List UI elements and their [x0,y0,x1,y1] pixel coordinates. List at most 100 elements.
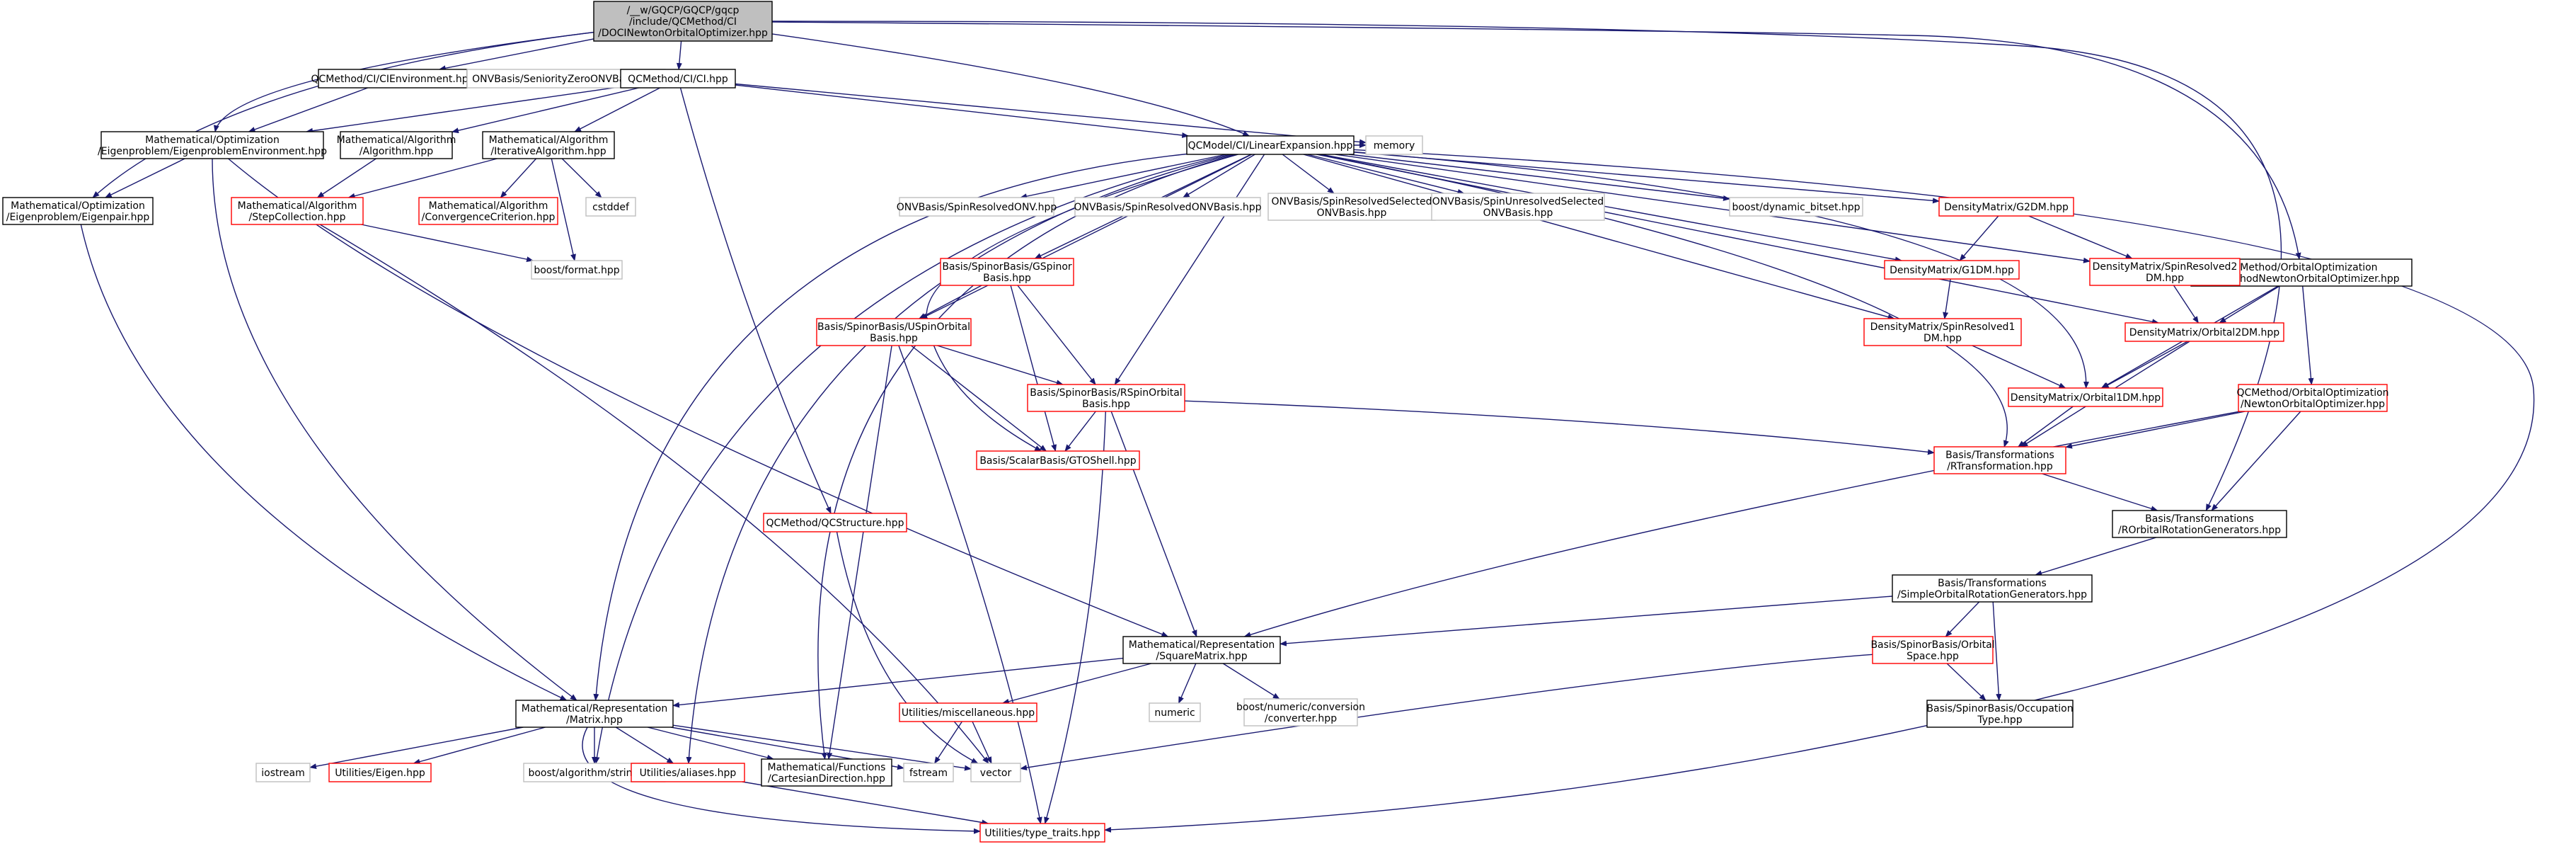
node-label-line: DM.hpp [1924,333,1962,344]
node-label-line: /include/QCMethod/CI [629,16,737,28]
include-node[interactable]: Mathematical/Algorithm/Algorithm.hpp [337,131,456,159]
include-node[interactable]: Utilities/aliases.hpp [631,763,745,782]
include-node[interactable]: Basis/ScalarBasis/GTOShell.hpp [976,450,1140,470]
node-box [1365,135,1423,155]
include-node: cstddef [585,197,636,217]
dependency-edge-n39-n49 [972,721,992,764]
node-box [585,197,636,217]
node-label-line: Basis/SpinorBasis/USpinOrbital [817,321,970,333]
dependency-edge-n25-n31 [910,345,1047,452]
dependency-edge-n4-n6 [452,87,640,134]
dependency-edge-n9-n50 [1104,149,2535,833]
node-box [903,763,954,782]
include-node[interactable]: QCMethod/CI/CIEnvironment.hpp [311,69,475,89]
include-node[interactable]: DensityMatrix/G1DM.hpp [1884,260,2020,280]
node-label-line: QCModel/CI/LinearExpansion.hpp [1188,140,1353,152]
node-label-line: /Eigenproblem/EigenproblemEnvironment.hp… [98,146,327,157]
node-box [1027,384,1185,412]
node-label-line: boost/dynamic_bitset.hpp [1732,202,1860,213]
node-label-line: /Eigenproblem/Eigenpair.hpp [6,212,150,223]
node-label-line: /CartesianDirection.hpp [768,773,885,785]
include-node[interactable]: Utilities/Eigen.hpp [328,763,432,782]
node-label-line: Basis/Transformations [1945,450,2054,461]
dependency-edge-n9-n46 [686,154,1234,764]
include-node[interactable]: DensityMatrix/Orbital1DM.hpp [2008,387,2163,407]
dependency-edge-n22-n31 [1010,285,1057,452]
include-node: ONVBasis/SpinUnresolvedSelectedONVBasis.… [1431,193,1605,221]
node-label-line: QCMethod/OrbitalOptimization [2236,387,2388,399]
include-node[interactable]: QCMethod/CI/CI.hpp [620,69,736,89]
include-node[interactable]: DensityMatrix/Orbital2DM.hpp [2124,322,2284,342]
include-node[interactable]: Mathematical/Representation/Matrix.hpp [515,700,674,728]
include-node[interactable]: Basis/Transformations/SimpleOrbitalRotat… [1892,574,2093,603]
include-node[interactable]: QCMethod/QCStructure.hpp [763,513,907,532]
node-box [631,763,745,782]
dependency-edge-n21-n24 [2028,215,2133,259]
node-label-line: Utilities/Eigen.hpp [335,768,425,779]
node-label-line: /SquareMatrix.hpp [1156,651,1247,662]
include-node: numeric [1149,702,1201,722]
node-label-line: boost/numeric/conversion [1236,702,1365,713]
node-label-line: /QCMethodNewtonOrbitalOptimizer.hpp [2203,273,2399,285]
dependency-edge-n32-n34 [2042,473,2158,512]
dependency-edge-n38-n46 [615,727,674,764]
include-node[interactable]: Mathematical/Optimization/Eigenproblem/E… [98,131,327,159]
node-label-line: DensityMatrix/G1DM.hpp [1890,265,2014,276]
include-node[interactable]: DensityMatrix/G2DM.hpp [1938,197,2074,217]
include-node[interactable]: Utilities/miscellaneous.hpp [899,702,1037,722]
node-box [763,513,907,532]
include-node[interactable]: Mathematical/Functions/CartesianDirectio… [761,758,892,787]
node-label-line: Mathematical/Optimization [11,200,145,212]
dependency-edge-n7-n13 [500,158,537,198]
include-node[interactable]: Mathematical/Optimization/Eigenproblem/E… [2,197,154,225]
include-node: vector [970,763,1021,782]
include-node[interactable]: QCModel/CI/LinearExpansion.hpp [1186,135,1355,155]
node-label-line: Mathematical/Algorithm [429,200,548,212]
node-label-line: DM.hpp [2146,273,2184,284]
node-box [2238,384,2388,412]
node-label-line: Utilities/type_traits.hpp [984,828,1100,839]
include-node[interactable]: Utilities/type_traits.hpp [979,823,1105,843]
dependency-edge-n28-n36 [1110,411,1197,637]
include-node[interactable]: Basis/Transformations/RTransformation.hp… [1933,446,2066,474]
node-box [1149,702,1201,722]
include-node: ONVBasis/SpinResolvedSelectedONVBasis.hp… [1267,193,1436,221]
node-box [2008,387,2163,407]
node-label-line: Mathematical/Representation [1129,639,1275,651]
dependency-edge-n2-n5 [248,87,368,132]
dependency-edge-n1-n9 [771,33,1250,137]
include-node[interactable]: Mathematical/Algorithm/ConvergenceCriter… [418,197,558,225]
include-node[interactable]: QCMethod/OrbitalOptimization/NewtonOrbit… [2236,384,2389,412]
dependency-edge-n38-n49 [672,724,972,771]
dependency-edge-n10-n30 [2302,285,2314,385]
dependency-edge-n25-n47 [827,345,892,760]
include-node[interactable]: Mathematical/Algorithm/StepCollection.hp… [231,197,364,225]
dependency-edge-n33-n49 [836,531,979,764]
root-file-node[interactable]: /__w/GQCP/GQCP/gqcp/include/QCMethod/CI/… [593,1,773,42]
dependency-edge-n30-n32 [2065,411,2246,449]
include-node: boost/dynamic_bitset.hpp [1729,197,1863,217]
include-node[interactable]: Mathematical/Representation/SquareMatrix… [1122,636,1281,664]
node-label-line: /Matrix.hpp [566,714,623,726]
dependency-edge-n29-n32 [2017,406,2074,448]
node-label-line: /converter.hpp [1265,713,1337,724]
include-node[interactable]: Mathematical/Algorithm/IterativeAlgorith… [482,131,615,159]
dependency-edge-n11-n38 [80,224,568,701]
node-label-line: Mathematical/Algorithm [337,135,456,146]
dependency-edge-n9-n26 [1303,154,1895,320]
node-label-line: /ConvergenceCriterion.hpp [422,212,556,223]
dependency-edge-n38-n44 [413,727,546,765]
include-node[interactable]: Basis/Transformations/ROrbitalRotationGe… [2112,510,2287,538]
node-box [2124,322,2284,342]
node-label-line: Basis/Transformations [1938,578,2047,589]
node-label-line: boost/format.hpp [534,265,619,276]
node-label-line: Basis.hpp [983,273,1031,284]
node-box [318,69,468,89]
